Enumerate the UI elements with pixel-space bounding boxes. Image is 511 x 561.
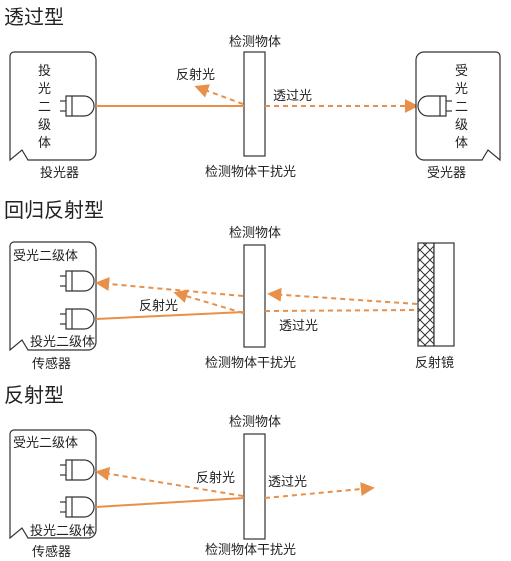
box-top-label: 受光二级体 xyxy=(13,249,78,264)
mirror-caption: 反射镜 xyxy=(415,355,454,371)
emitter-vertical-label: 投 光 二 级 体 xyxy=(38,63,51,151)
svg-text:二: 二 xyxy=(455,100,468,115)
receiver-diode-icon xyxy=(60,270,95,292)
receiver-vertical-label: 受 光 二 级 体 xyxy=(455,64,468,151)
object-caption: 检测物体干扰光 xyxy=(205,165,296,180)
svg-text:光: 光 xyxy=(455,82,468,97)
section-title: 回归反射型 xyxy=(4,198,104,222)
reflected-beam-arrow xyxy=(173,289,244,314)
emitter-box xyxy=(9,51,97,162)
detection-object xyxy=(243,433,266,540)
box-caption: 传感器 xyxy=(32,356,71,372)
object-label: 检测物体 xyxy=(229,415,281,430)
object-caption: 检测物体干扰光 xyxy=(205,356,296,371)
section-retro-reflective: 回归反射型 受光二级体 投光二级体 传感器 检测物体 检测物体干扰光 反射光 透… xyxy=(4,198,455,372)
receiver-box xyxy=(415,51,501,162)
transmitted-beam xyxy=(264,309,419,312)
emitted-beam xyxy=(95,311,245,320)
section-through-beam: 透过型 投 光 二 级 体 投光器 检测物体 检测物体干扰光 反射光 透过光 xyxy=(4,5,501,181)
receiver-caption: 受光器 xyxy=(427,166,466,181)
object-caption: 检测物体干扰光 xyxy=(205,543,296,558)
reflect-label: 反射光 xyxy=(196,470,235,486)
receiver-diode-icon xyxy=(417,95,452,117)
mirror-return-arrow xyxy=(267,287,418,305)
reflector-mirror xyxy=(417,242,455,347)
reflect-label: 反射光 xyxy=(176,67,215,83)
emitter-caption: 投光器 xyxy=(40,165,79,181)
transmit-label: 透过光 xyxy=(273,89,312,104)
section-title: 透过型 xyxy=(4,5,64,29)
emitter-diode-icon xyxy=(60,496,95,518)
svg-text:级: 级 xyxy=(455,118,468,133)
svg-text:体: 体 xyxy=(455,136,468,151)
reflected-beam-arrow xyxy=(194,84,244,105)
svg-text:受: 受 xyxy=(455,64,468,79)
svg-text:光: 光 xyxy=(38,82,51,97)
detection-object xyxy=(243,244,266,348)
emitted-beam xyxy=(95,497,245,508)
svg-text:体: 体 xyxy=(38,136,51,151)
transmit-label: 透过光 xyxy=(268,475,307,490)
reflect-label: 反射光 xyxy=(139,298,178,314)
object-label: 检测物体 xyxy=(229,226,281,241)
box-bottom-label: 投光二级体 xyxy=(30,523,95,539)
box-top-label: 受光二级体 xyxy=(13,436,78,451)
object-label: 检测物体 xyxy=(229,35,281,50)
return-beam-arrow xyxy=(95,277,244,297)
reflected-beam-arrow xyxy=(95,466,244,497)
box-bottom-label: 投光二级体 xyxy=(30,334,95,350)
svg-text:级: 级 xyxy=(38,118,51,133)
detection-object xyxy=(243,51,266,157)
section-title: 反射型 xyxy=(4,383,64,407)
section-diffuse-reflective: 反射型 受光二级体 投光二级体 传感器 检测物体 检测物体干扰光 反射光 透过光 xyxy=(4,383,375,560)
box-caption: 传感器 xyxy=(32,544,71,560)
svg-text:二: 二 xyxy=(38,100,51,115)
transmit-label: 透过光 xyxy=(279,319,318,334)
svg-text:投: 投 xyxy=(38,63,51,79)
emitter-diode-icon xyxy=(60,95,95,117)
receiver-diode-icon xyxy=(60,459,95,481)
emitter-diode-icon xyxy=(60,308,95,330)
